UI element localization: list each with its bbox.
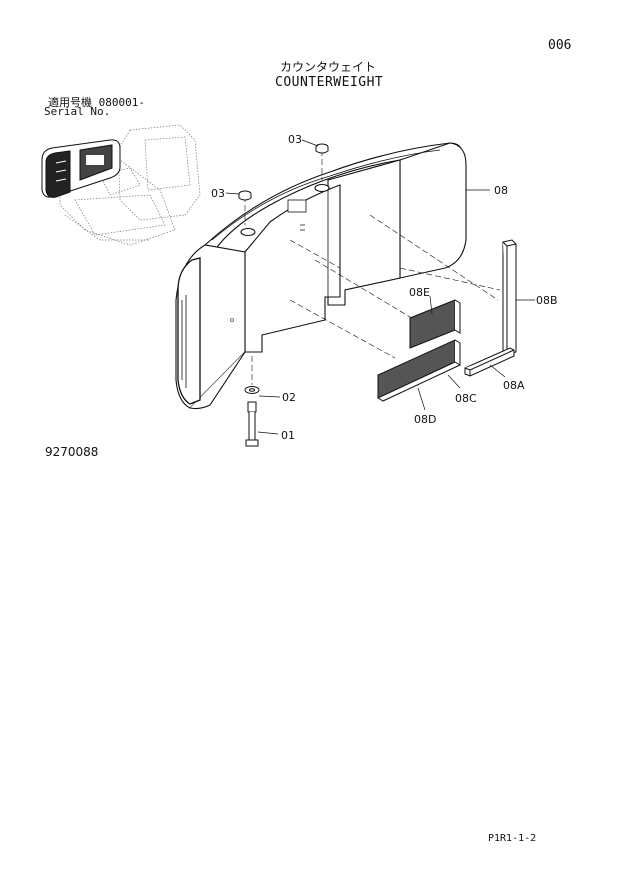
bolt-01	[245, 401, 259, 447]
assembly-lines	[244, 150, 501, 385]
callout-01: 01	[281, 429, 295, 442]
title-japanese: カウンタウェイト	[280, 60, 377, 74]
callout-08B: 08B	[536, 294, 558, 307]
page-title: COUNTERWEIGHT	[275, 75, 384, 90]
drawing-number: 9270088	[45, 445, 99, 459]
post-08B	[502, 239, 517, 355]
callout-03-upper: 03	[288, 133, 302, 146]
serial-label: Serial No.	[44, 105, 111, 118]
leader-lines	[225, 139, 535, 435]
callout-03-lower: 03	[211, 187, 225, 200]
page-code: P1R1-1-2	[488, 833, 537, 844]
thumbnail-counterweight-icon	[41, 139, 121, 198]
base-08A	[464, 347, 515, 377]
cap-03-upper	[315, 143, 329, 154]
callout-08: 08	[494, 184, 508, 197]
cap-03-lower	[238, 190, 252, 201]
plate-08E	[409, 299, 461, 349]
serial-label-japanese: 適用号機 080001-	[48, 96, 145, 109]
callout-08C: 08C	[455, 392, 477, 405]
page-number: 006	[548, 38, 572, 53]
callout-02: 02	[282, 391, 296, 404]
washer-02	[244, 386, 260, 394]
callout-08E: 08E	[409, 286, 430, 299]
callout-08D: 08D	[414, 413, 436, 426]
plate-08D	[377, 339, 461, 402]
counterweight-body	[175, 142, 467, 410]
callout-08A: 08A	[503, 379, 525, 392]
